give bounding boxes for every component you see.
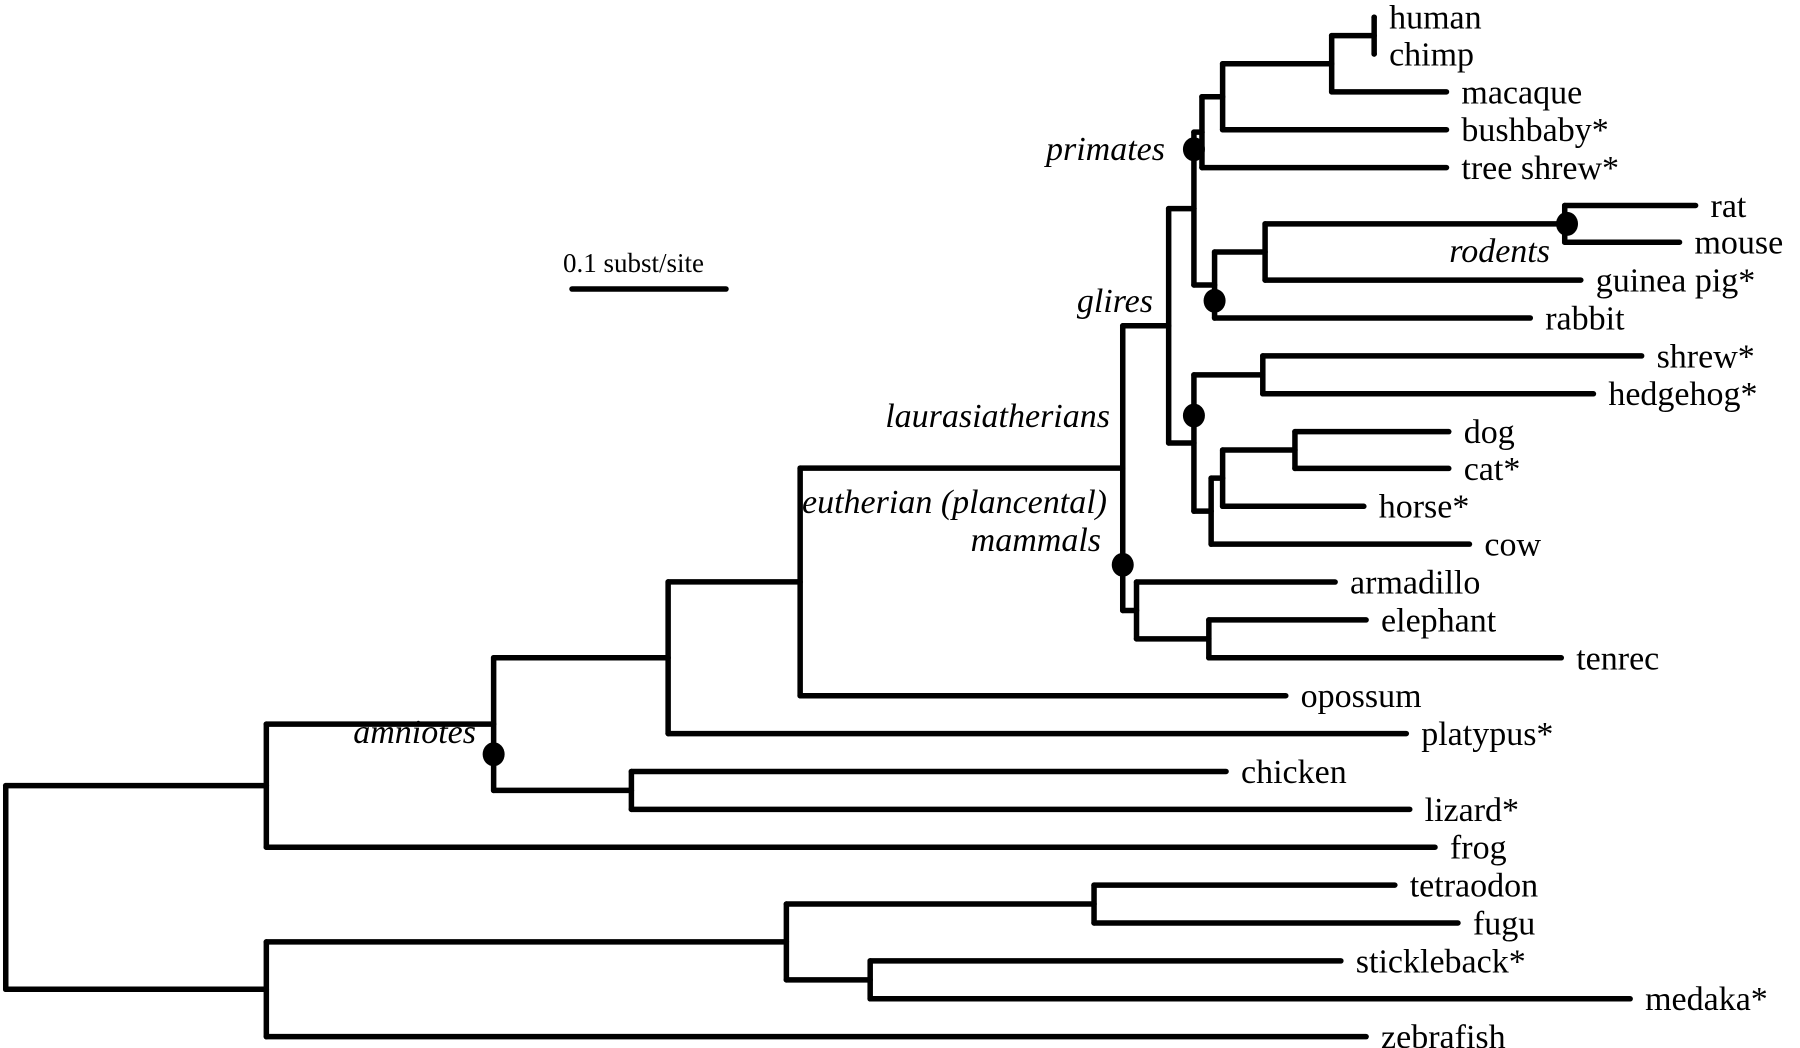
node-marker-rodents bbox=[1556, 211, 1579, 236]
scale-bar-label: 0.1 subst/site bbox=[563, 248, 704, 278]
node-marker-eutherians bbox=[1111, 552, 1134, 577]
leaf-label-cat: cat* bbox=[1464, 451, 1521, 488]
leaf-label-fugu: fugu bbox=[1473, 905, 1535, 942]
node-marker-glires bbox=[1203, 288, 1226, 313]
leaf-label-lizard: lizard* bbox=[1425, 792, 1519, 829]
leaf-label-frog: frog bbox=[1450, 830, 1507, 867]
scale-bar: 0.1 subst/site bbox=[563, 248, 729, 292]
leaf-label-armadillo: armadillo bbox=[1350, 565, 1480, 602]
leaf-label-rabbit: rabbit bbox=[1545, 300, 1625, 337]
leaf-label-human: human bbox=[1389, 0, 1482, 37]
leaf-label-medaka: medaka* bbox=[1645, 981, 1768, 1018]
leaf-label-tree-shrew: tree shrew* bbox=[1461, 150, 1619, 187]
leaf-label-zebrafish: zebrafish bbox=[1381, 1019, 1506, 1048]
tree-branches bbox=[2, 14, 1699, 1040]
leaf-label-bushbaby: bushbaby* bbox=[1461, 112, 1608, 149]
leaf-label-chimp: chimp bbox=[1389, 36, 1474, 73]
clade-node-markers bbox=[482, 137, 1579, 767]
leaf-label-elephant: elephant bbox=[1381, 602, 1497, 639]
leaf-label-hedgehog: hedgehog* bbox=[1608, 376, 1757, 413]
node-marker-primates bbox=[1182, 137, 1205, 162]
leaf-label-tenrec: tenrec bbox=[1576, 640, 1659, 677]
leaf-label-guinea-pig: guinea pig* bbox=[1596, 263, 1756, 300]
leaf-label-platypus: platypus* bbox=[1421, 716, 1553, 753]
leaf-label-horse: horse* bbox=[1379, 489, 1470, 526]
leaf-label-dog: dog bbox=[1464, 414, 1515, 451]
leaf-label-chicken: chicken bbox=[1241, 754, 1347, 791]
clade-label-primates: primates bbox=[1044, 131, 1165, 168]
leaf-label-rat: rat bbox=[1711, 188, 1747, 225]
leaf-label-cow: cow bbox=[1484, 527, 1541, 564]
leaf-label-tetraodon: tetraodon bbox=[1410, 868, 1538, 905]
clade-label-glires: glires bbox=[1077, 283, 1153, 320]
leaf-label-opossum: opossum bbox=[1301, 678, 1422, 715]
leaf-label-stickleback: stickleback* bbox=[1356, 943, 1526, 980]
clade-label-amniotes: amniotes bbox=[353, 714, 476, 751]
leaf-label-shrew: shrew* bbox=[1657, 338, 1755, 375]
clade-label-laurasiatherians: laurasiatherians bbox=[885, 398, 1110, 435]
leaf-label-macaque: macaque bbox=[1461, 74, 1582, 111]
leaf-label-mouse: mouse bbox=[1694, 225, 1783, 262]
clade-labels: primates rodents glires laurasiatherians… bbox=[353, 131, 1550, 751]
node-marker-amniotes bbox=[482, 742, 505, 767]
leaf-labels: human chimp macaque bushbaby* tree shrew… bbox=[1241, 0, 1783, 1048]
clade-label-eutherian-line2: mammals bbox=[971, 522, 1101, 559]
clade-label-rodents: rodents bbox=[1449, 233, 1550, 270]
clade-label-eutherian-line1: eutherian (plancental) bbox=[802, 484, 1107, 521]
node-marker-laurasiatherians bbox=[1182, 403, 1205, 428]
